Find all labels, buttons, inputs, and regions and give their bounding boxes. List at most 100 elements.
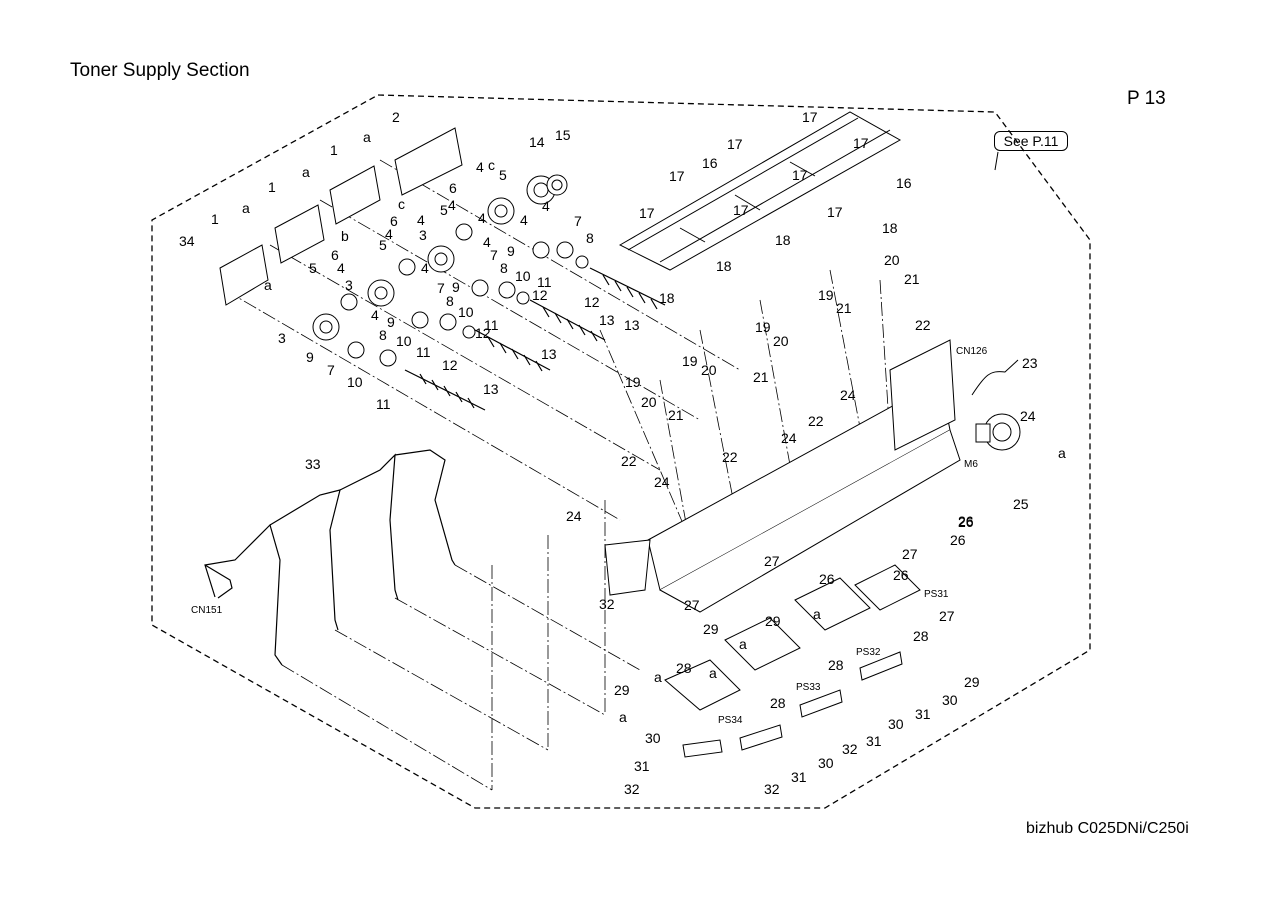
callout: a (709, 665, 717, 681)
callout: 17 (827, 204, 843, 220)
callout: 33 (305, 456, 321, 472)
callout: 12 (532, 287, 548, 303)
callout: 16 (896, 175, 912, 191)
callout: 24 (566, 508, 582, 524)
callout: 17 (733, 202, 749, 218)
callout: 4 (421, 260, 429, 276)
page-title: Toner Supply Section (70, 60, 250, 81)
callout: 6 (449, 180, 457, 196)
callout: 4 (448, 197, 456, 213)
callout: 26 (958, 513, 974, 529)
callout: 32 (624, 781, 640, 797)
callout: 18 (775, 232, 791, 248)
callout: a (363, 129, 371, 145)
callout: 12 (475, 325, 491, 341)
callout: 1 (330, 142, 338, 158)
callout: 22 (808, 413, 824, 429)
see-page-reference: See P.11 (994, 131, 1068, 151)
callout: 11 (537, 274, 552, 290)
callout: 6 (331, 247, 339, 263)
callout: 8 (446, 293, 454, 309)
callout: 2 (392, 109, 400, 125)
callout: b (341, 228, 349, 244)
callout: 19 (755, 319, 771, 335)
callout: 13 (624, 317, 640, 333)
callout: 27 (764, 553, 780, 569)
connector-label: CN151 (191, 605, 223, 616)
connector-label: M6 (964, 459, 978, 470)
callout: 18 (716, 258, 732, 274)
callout: 30 (818, 755, 834, 771)
callout: a (1058, 445, 1066, 461)
callout: 25 (1013, 496, 1029, 512)
callout: c (398, 196, 405, 212)
callout: 27 (939, 608, 955, 624)
callout: 21 (668, 407, 684, 423)
callout: 7 (437, 280, 445, 296)
callout: 13 (483, 381, 499, 397)
callout: 4 (483, 234, 491, 250)
callout: 4 (478, 210, 486, 226)
callout: 11 (376, 396, 391, 412)
callout: 32 (599, 596, 615, 612)
callout: 9 (452, 279, 460, 295)
page-number: P 13 (1127, 88, 1166, 109)
model-name: bizhub C025DNi/C250i (1026, 820, 1189, 837)
callout: 11 (416, 344, 431, 360)
connector-label: PS34 (718, 715, 743, 726)
cover-frame (618, 111, 902, 271)
callout: 4 (476, 159, 484, 175)
callout: 29 (964, 674, 980, 690)
callout: 17 (639, 205, 655, 221)
callout: 14 (529, 134, 545, 150)
callout: 3 (419, 227, 427, 243)
callout: c (488, 157, 495, 173)
callout: 27 (684, 597, 700, 613)
callout: 24 (654, 474, 670, 490)
callout: 7 (490, 247, 498, 263)
callout: 3 (278, 330, 286, 346)
callout: 4 (542, 198, 550, 214)
callout: 10 (396, 333, 412, 349)
callout: 30 (942, 692, 958, 708)
callout: 4 (417, 212, 425, 228)
callout: 5 (379, 237, 387, 253)
callout: 29 (614, 682, 630, 698)
callout: 8 (379, 327, 387, 343)
callout: 12 (584, 294, 600, 310)
assembly-axes (224, 159, 891, 791)
callout: 28 (913, 628, 929, 644)
main-frame (604, 339, 961, 613)
callout: 1 (211, 211, 219, 227)
callout: 20 (884, 252, 900, 268)
callout: 11 (484, 317, 499, 333)
callout: 22 (621, 453, 637, 469)
callout: 7 (574, 213, 582, 229)
callout: 26 (819, 571, 835, 587)
callout: 23 (1022, 355, 1038, 371)
callout: 16 (702, 155, 718, 171)
connector-labels: CN126 CN151 M6 PS31 PS32 PS33 PS34 (191, 346, 988, 726)
callout: 5 (309, 260, 317, 276)
reference-leader (994, 151, 999, 171)
callout-labels: 1 1 1 2 3 3 3 4 4 4 4 4 4 4 4 4 4 4 5 5 … (179, 109, 1066, 797)
motor (971, 359, 1021, 451)
callout: a (654, 669, 662, 685)
callout: 10 (347, 374, 363, 390)
callout: 19 (625, 374, 641, 390)
callout: 21 (753, 369, 769, 385)
callout: 15 (555, 127, 571, 143)
callout: 3 (345, 277, 353, 293)
callout: 20 (701, 362, 717, 378)
gears (312, 174, 589, 367)
callout: a (302, 164, 310, 180)
callout: a (264, 277, 272, 293)
callout: 17 (727, 136, 743, 152)
wire-harness (204, 449, 456, 666)
callout: 13 (541, 346, 557, 362)
callout: 21 (904, 271, 920, 287)
callout: 9 (507, 243, 515, 259)
callout: 24 (1020, 408, 1036, 424)
callout: 30 (645, 730, 661, 746)
callout: 28 (828, 657, 844, 673)
